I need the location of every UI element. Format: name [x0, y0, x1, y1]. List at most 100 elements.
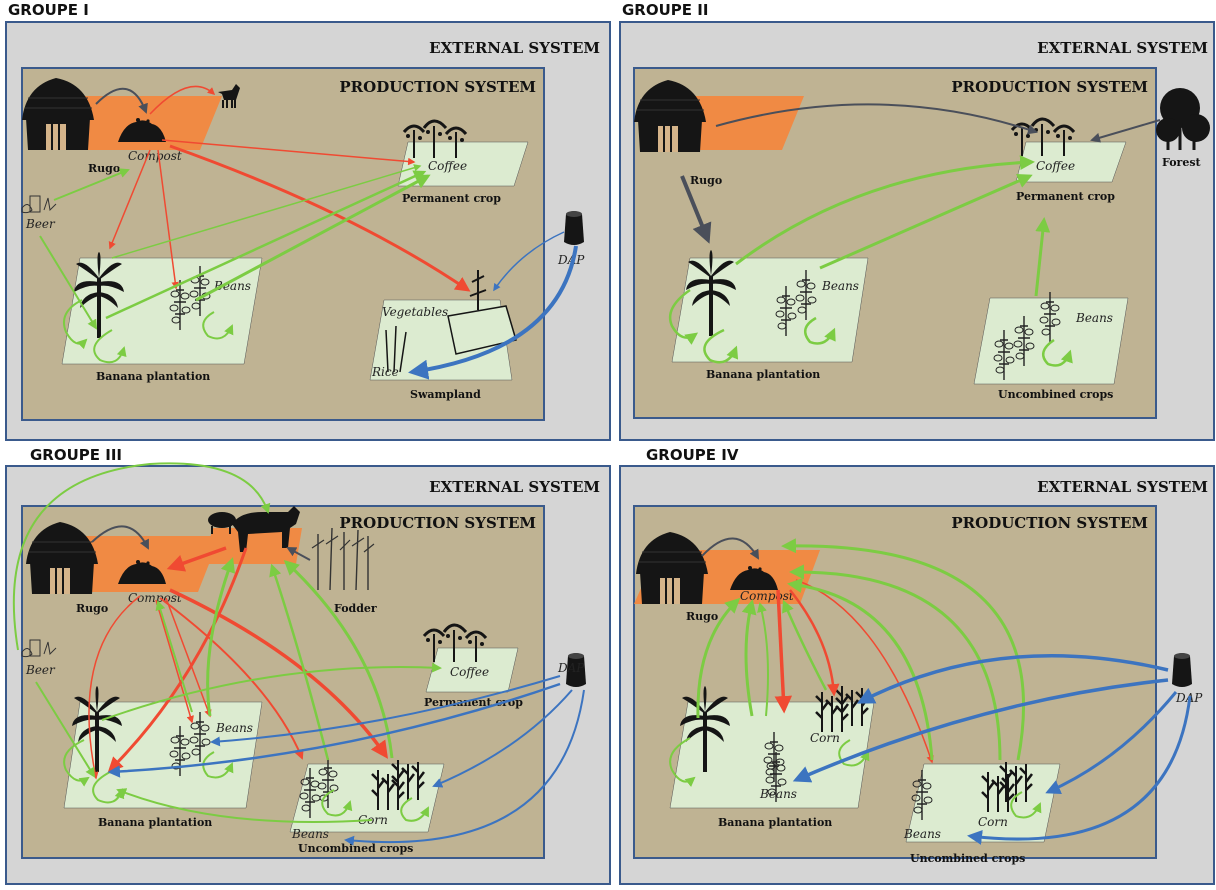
corn-label: Corn	[358, 813, 388, 827]
flow-arrow	[774, 589, 793, 714]
cycle-arrow	[400, 797, 429, 822]
uncombined-crops-plot	[905, 763, 1061, 843]
banana-plantation-label: Banana plantation	[98, 816, 212, 829]
compost-label: Compost	[740, 589, 794, 603]
production-system-label: PRODUCTION SYSTEM	[339, 78, 536, 96]
banana-plantation-label: Banana plantation	[96, 370, 210, 383]
banana-plantation-label: Banana plantation	[706, 368, 820, 381]
beans-label: Beans	[821, 279, 859, 293]
cycle-arrow	[703, 328, 739, 364]
production-system-label: PRODUCTION SYSTEM	[951, 78, 1148, 96]
fodder-label: Fodder	[334, 602, 377, 615]
flow-arrow	[735, 155, 1035, 266]
fodder-icon	[311, 527, 375, 591]
forest-icon	[1156, 88, 1210, 150]
uncombined-crops-label: Uncombined crops	[298, 842, 413, 855]
rice-label: Rice	[371, 365, 399, 379]
permanent-crop-label: Permanent crop	[402, 192, 501, 205]
flow-arrow	[159, 597, 304, 760]
flow-arrow	[967, 695, 1192, 845]
flow-arrow	[166, 546, 227, 572]
panel-title: GROUPE II	[622, 1, 708, 19]
uncombined-crops-label: Uncombined crops	[998, 388, 1113, 401]
production-system-label: PRODUCTION SYSTEM	[951, 514, 1148, 532]
beans-label: Beans	[215, 721, 253, 735]
external-system-label: EXTERNAL SYSTEM	[1037, 478, 1208, 496]
flow-arrow	[819, 173, 1033, 270]
vegetable-bed-icon	[447, 305, 517, 355]
external-system-label: EXTERNAL SYSTEM	[429, 478, 600, 496]
beans-label: Beans	[1075, 311, 1113, 325]
compost-label: Compost	[128, 149, 182, 163]
flow-arrow	[95, 87, 148, 114]
flow-arrow	[91, 525, 149, 550]
flow-arrow	[107, 682, 561, 778]
rugo-label: Rugo	[686, 610, 718, 623]
external-system-label: EXTERNAL SYSTEM	[1037, 39, 1208, 57]
coffee-label: Coffee	[1036, 159, 1075, 173]
cycle-arrow	[1010, 791, 1042, 819]
cycle-arrow	[669, 737, 696, 787]
permanent-crop-label: Permanent crop	[1016, 190, 1115, 203]
flow-arrow	[169, 588, 388, 759]
rugo-label: Rugo	[88, 162, 120, 175]
coffee-trees-icon	[422, 623, 488, 664]
panel-groupe-3: GROUPE III EXTERNAL SYSTEM PRODUCTION SY…	[5, 446, 611, 885]
flow-arrow	[680, 175, 712, 244]
flow-arrow	[741, 599, 757, 717]
cow-icon	[232, 506, 300, 552]
flow-arrow	[701, 537, 760, 560]
banana-plantation-label: Banana plantation	[718, 816, 832, 829]
external-system-label: EXTERNAL SYSTEM	[429, 39, 600, 57]
flow-arrow	[101, 662, 442, 721]
flow-arrow	[195, 174, 431, 302]
vegetables-label: Vegetables	[382, 305, 448, 319]
dap-barrel-icon	[564, 211, 584, 245]
panel-groupe-1: GROUPE I EXTERNAL SYSTEM PRODUCTION SYST…	[5, 1, 611, 441]
flow-arrow	[792, 678, 1169, 783]
beer-label: Beer	[25, 663, 56, 677]
flow-arrow	[105, 170, 427, 320]
permanent-crop-plot	[425, 647, 519, 693]
compost-label: Compost	[128, 591, 182, 605]
cycle-arrow	[668, 288, 699, 345]
cycle-arrow	[202, 311, 234, 340]
flow-arrow	[39, 235, 98, 330]
flow-arrow	[1090, 119, 1161, 143]
cycle-arrow	[803, 316, 836, 345]
flow-arrow	[787, 578, 934, 761]
cycle-arrow	[202, 751, 234, 779]
coffee-trees-icon	[1010, 117, 1076, 158]
flow-arrow	[286, 547, 311, 561]
flow-arrow	[35, 681, 96, 778]
panel-groupe-4: GROUPE IV EXTERNAL SYSTEM PRODUCTION SYS…	[619, 446, 1215, 885]
panel-title: GROUPE III	[30, 446, 122, 464]
forest-label: Forest	[1162, 156, 1202, 169]
flow-arrow	[12, 462, 271, 651]
beans-label-uncombined: Beans	[291, 827, 329, 841]
pig-icon	[208, 512, 236, 534]
flow-arrow	[432, 689, 573, 788]
vegetable-plant-icon	[469, 270, 487, 310]
cycle-arrow	[321, 789, 353, 817]
flow-arrow	[53, 168, 130, 201]
flow-arrow	[789, 589, 840, 697]
beans-label: Beans	[759, 787, 797, 801]
stable-area	[206, 528, 302, 564]
dap-label: DAP	[557, 661, 585, 675]
flow-arrow	[344, 689, 585, 846]
flow-arrow	[157, 149, 179, 290]
flow-arrow	[269, 563, 330, 761]
flow-arrow	[161, 139, 416, 166]
rice-plant-icon	[385, 325, 407, 373]
cycle-arrow	[92, 771, 125, 804]
cycle-arrow	[838, 739, 870, 767]
flow-arrow	[107, 547, 248, 773]
flow-arrow	[111, 164, 422, 259]
panel-groupe-2: GROUPE II EXTERNAL SYSTEM PRODUCTION SYS…	[619, 1, 1215, 441]
cycle-arrow	[63, 299, 88, 350]
flow-arrow	[88, 595, 141, 780]
flow-arrow	[789, 564, 1002, 761]
banana-plantation-plot	[63, 701, 263, 809]
